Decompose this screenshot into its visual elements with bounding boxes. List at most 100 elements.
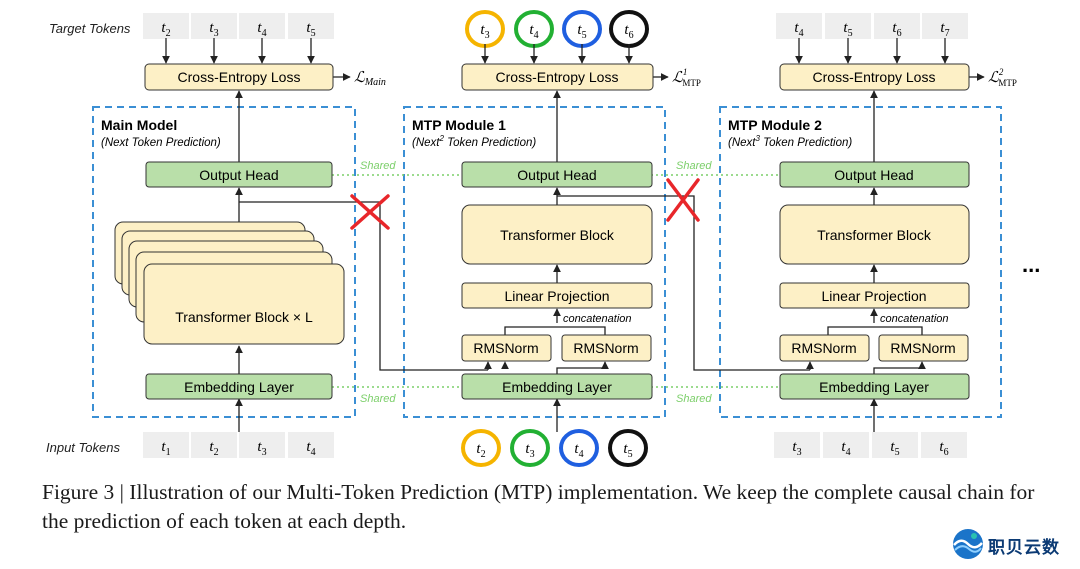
target-tokens-label: Target Tokens — [49, 21, 131, 36]
main-input-token-box-1 — [143, 432, 189, 458]
main-output-head — [145, 161, 333, 188]
mtp2-embedding-layer — [779, 373, 970, 400]
mtp1-input-token-1: t2 — [476, 441, 485, 460]
mtp1-loss-label: Cross-Entropy Loss — [496, 69, 619, 85]
main-target-token-1: t2 — [161, 20, 170, 39]
shared-label-top-1: Shared — [360, 160, 396, 172]
gradient-stop-cross-1 — [350, 194, 390, 230]
mtp1-rmsnorm-left — [461, 334, 552, 362]
mtp1-target-token-1: t3 — [480, 22, 489, 41]
mtp2-loss-label: Cross-Entropy Loss — [813, 69, 936, 85]
main-target-token-box-1 — [143, 13, 189, 39]
mtp2-target-token-box-3 — [874, 13, 920, 39]
mtp2-target-token-box-4 — [922, 13, 968, 39]
mtp2-border — [719, 106, 1002, 418]
shared-lines — [332, 174, 780, 388]
mtp2-transformer-label: Transformer Block — [817, 227, 932, 243]
mtp2-subtitle: (Next3 Token Prediction) — [728, 134, 852, 149]
mtp1-input-tokens: t2 t3 t4 t5 — [461, 429, 648, 467]
mtp2-input-token-box-2 — [823, 432, 869, 458]
main-embedding-label: Embedding Layer — [184, 379, 294, 395]
mtp1-target-token-4: t6 — [624, 22, 633, 41]
logo-text: 职贝云数 — [988, 538, 1060, 558]
mtp1-linear-projection — [461, 282, 653, 309]
mtp2-input-token-box-3 — [872, 432, 918, 458]
main-input-token-1: t1 — [161, 439, 170, 458]
mtp2-output-head — [779, 161, 970, 188]
main-transformer-label: Transformer Block × L — [175, 309, 313, 325]
mtp2-input-token-3: t5 — [890, 439, 899, 458]
mtp1-input-token-3: t4 — [574, 441, 583, 460]
connection-lines — [162, 38, 985, 432]
wave-globe-icon — [953, 529, 983, 559]
gradient-stop-cross-2 — [666, 178, 700, 222]
mtp2-linear-label: Linear Projection — [821, 288, 926, 304]
mtp1-input-token-ring-3 — [559, 429, 599, 467]
mtp2-target-token-3: t6 — [892, 20, 901, 39]
mtp1-input-token-ring-4 — [608, 429, 648, 467]
main-input-token-4: t4 — [306, 439, 315, 458]
mtp-diagram: Target Tokens Input Tokens Main Model (N… — [46, 10, 1040, 467]
mtp2-transformer-block — [779, 204, 970, 265]
main-target-token-box-2 — [191, 13, 237, 39]
mtp1-embedding-layer — [461, 373, 653, 400]
main-loss-label: Cross-Entropy Loss — [178, 69, 301, 85]
mtp2-rmsnorm-right-label: RMSNorm — [890, 340, 955, 356]
mtp2-output-head-label: Output Head — [834, 167, 913, 183]
mtp1-title: MTP Module 1 — [412, 117, 506, 133]
mtp1-input-token-2: t3 — [525, 441, 534, 460]
mtp1-input-token-ring-2 — [510, 429, 550, 467]
mtp2-loss-box — [779, 63, 970, 91]
main-target-token-4: t5 — [306, 20, 315, 39]
mtp2-title: MTP Module 2 — [728, 117, 822, 133]
mtp2-target-token-box-2 — [825, 13, 871, 39]
mtp1-rmsnorm-left-label: RMSNorm — [473, 340, 538, 356]
main-model-title: Main Model — [101, 117, 177, 133]
mtp2-rmsnorm-left — [779, 334, 870, 362]
main-input-token-box-3 — [239, 432, 285, 458]
shared-label-bottom-1: Shared — [360, 393, 396, 405]
mtp2-concatenation-label: concatenation — [880, 313, 949, 325]
mtp1-concatenation-label: concatenation — [563, 313, 632, 325]
mtp1-input-token-ring-1 — [461, 429, 501, 467]
main-input-tokens: t1 t2 t3 t4 — [143, 432, 334, 458]
mtp2-rmsnorm-right — [878, 334, 969, 362]
mtp1-linear-label: Linear Projection — [504, 288, 609, 304]
main-input-token-3: t3 — [257, 439, 266, 458]
main-target-token-box-4 — [288, 13, 334, 39]
mtp1-embedding-label: Embedding Layer — [502, 379, 612, 395]
mtp2-target-token-1: t4 — [794, 20, 803, 39]
mtp2-linear-projection — [779, 282, 970, 309]
main-embedding-layer — [145, 373, 333, 400]
mtp1-subtitle: (Next2 Token Prediction) — [412, 134, 536, 149]
mtp2-target-token-box-1 — [776, 13, 822, 39]
mtp1-target-token-3: t5 — [577, 22, 586, 41]
mtp2-input-token-box-1 — [774, 432, 820, 458]
mtp1-rmsnorm-right-label: RMSNorm — [573, 340, 638, 356]
figure-caption: Figure 3 | Illustration of our Multi-Tok… — [42, 480, 1035, 533]
shared-label-bottom-2: Shared — [676, 393, 712, 405]
more-modules-ellipsis: ... — [1022, 252, 1040, 277]
mtp2-input-token-box-4 — [921, 432, 967, 458]
mtp2-input-token-1: t3 — [792, 439, 801, 458]
mtp1-border — [403, 106, 666, 418]
mtp2-target-token-4: t7 — [940, 20, 949, 39]
mtp1-output-head — [461, 161, 653, 188]
mtp1-output-head-label: Output Head — [517, 167, 596, 183]
main-transformer-stack — [114, 221, 345, 345]
main-loss-box — [144, 63, 334, 91]
main-input-token-2: t2 — [209, 439, 218, 458]
main-loss-symbol: ℒMain — [354, 70, 386, 88]
main-model-subtitle: (Next Token Prediction) — [101, 137, 221, 149]
mtp1-loss-box — [461, 63, 654, 91]
main-model-border — [92, 106, 356, 418]
main-target-token-3: t4 — [257, 20, 266, 39]
input-tokens-label: Input Tokens — [46, 440, 120, 455]
mtp2-input-token-2: t4 — [841, 439, 850, 458]
mtp1-input-token-4: t5 — [623, 441, 632, 460]
